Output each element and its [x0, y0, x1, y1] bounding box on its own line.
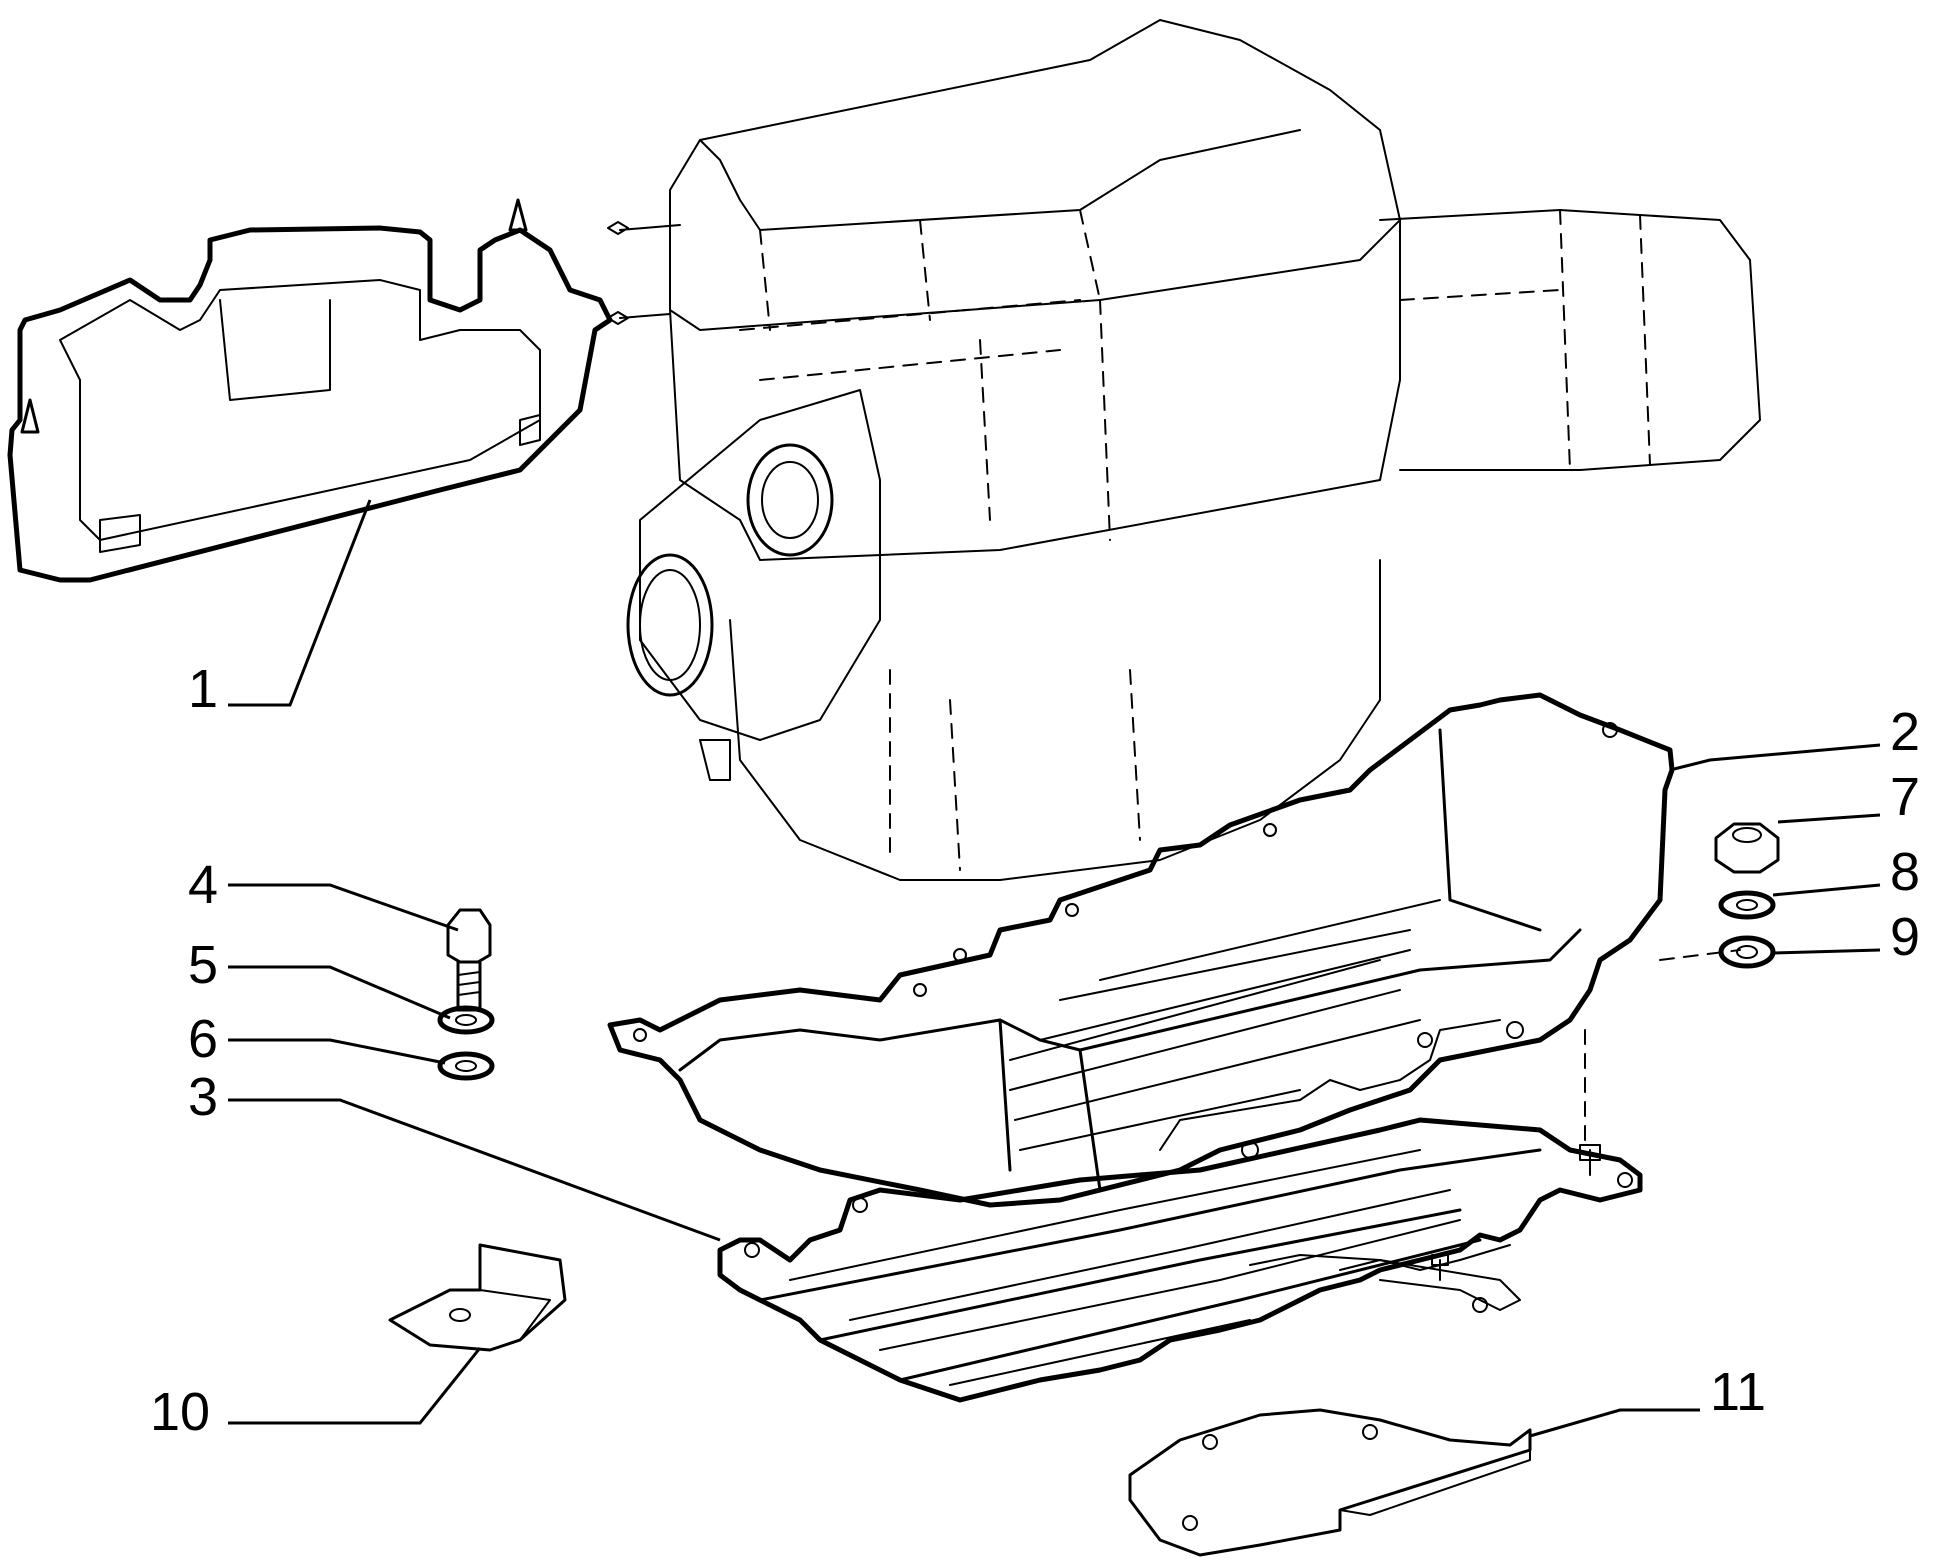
callout-5: 5 — [188, 935, 218, 995]
assembly-guides — [1584, 949, 1741, 1141]
callout-9: 9 — [1890, 907, 1920, 967]
callout-7: 7 — [1890, 767, 1920, 827]
part-8-washer — [1718, 890, 1776, 920]
callout-2: 2 — [1890, 702, 1920, 762]
leader-lines — [228, 499, 1881, 1438]
part-1-upper-shield — [7, 198, 613, 583]
callout-4: 4 — [188, 855, 218, 915]
part-9-washer — [1718, 935, 1776, 969]
part-10-bracket — [388, 1243, 567, 1352]
callout-6: 6 — [188, 1009, 218, 1069]
part-2-sump-tray — [607, 692, 1675, 1208]
callout-1: 1 — [188, 659, 218, 719]
part-6-washer — [437, 1051, 495, 1081]
callout-3: 3 — [188, 1067, 218, 1127]
callout-labels: 1 2 3 4 5 6 7 8 9 10 11 — [150, 659, 1920, 1442]
part-3-skid-plate — [717, 1117, 1643, 1403]
part-7-nut — [1714, 822, 1780, 874]
part-5-washer — [437, 1005, 495, 1035]
part-4-bolt — [446, 908, 492, 1012]
callout-8: 8 — [1890, 842, 1920, 902]
callout-11: 11 — [1710, 1362, 1766, 1422]
part-11-plate — [1128, 1408, 1532, 1557]
callout-10: 10 — [150, 1382, 210, 1442]
engine-block — [607, 19, 1761, 881]
